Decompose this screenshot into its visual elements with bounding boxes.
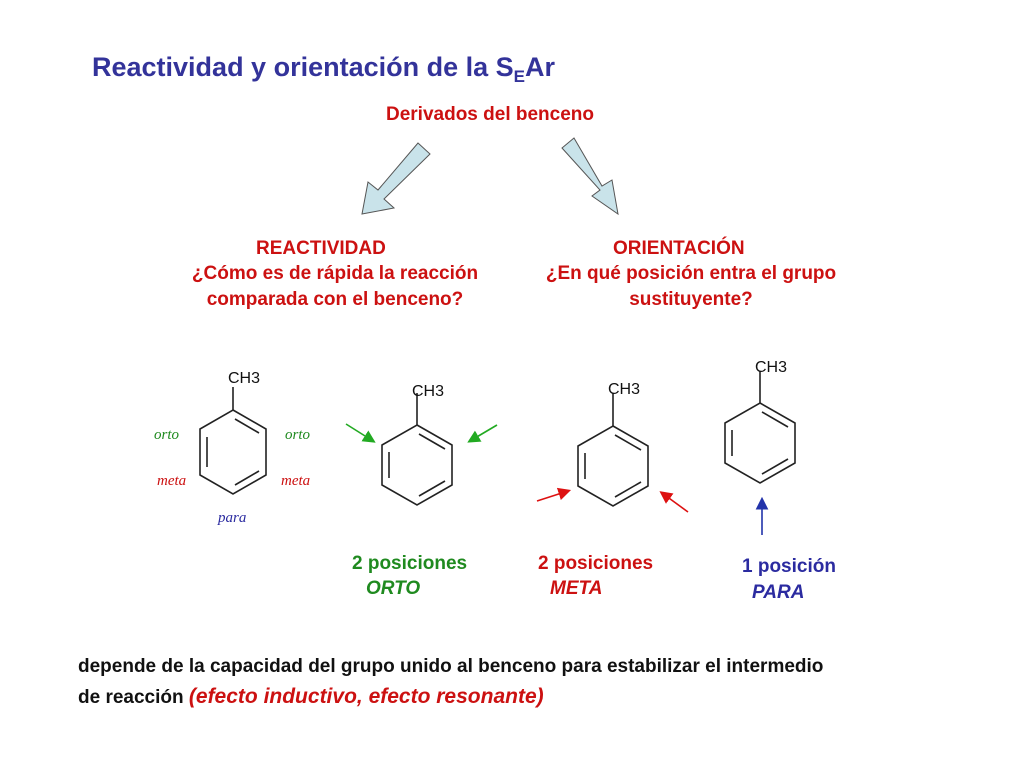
arrow-left-big <box>361 142 431 215</box>
reactividad-question: ¿Cómo es de rápida la reacción comparada… <box>160 261 510 313</box>
orto-count: 2 posiciones <box>352 553 468 574</box>
meta-count: 2 posiciones <box>538 553 654 574</box>
footer-line1: depende de la capacidad del grupo unido … <box>78 656 824 677</box>
toluene-meta <box>577 393 649 507</box>
ch3-label-4: CH3 <box>755 359 788 376</box>
reactividad-heading: REACTIVIDAD <box>256 238 386 259</box>
ch3-label-2: CH3 <box>412 383 445 400</box>
title-main: Reactividad y orientación de la S <box>92 52 514 82</box>
label-para: para <box>218 510 247 526</box>
ch3-label-3: CH3 <box>608 381 641 398</box>
footer-line2: de reacción <box>78 687 184 708</box>
orto-name: ORTO <box>366 578 421 599</box>
para-name: PARA <box>752 582 805 603</box>
reactividad-q2: comparada con el benceno? <box>206 289 464 310</box>
ch3-label-1: CH3 <box>228 370 261 387</box>
reactividad-q1: ¿Cómo es de rápida la reacción <box>191 263 479 284</box>
label-orto-right: orto <box>285 427 311 443</box>
arrow-orto-right <box>467 424 498 443</box>
title-subscript: E <box>513 67 525 86</box>
footer-text: depende de la capacidad del grupo unido … <box>78 652 823 713</box>
label-meta-right: meta <box>281 473 311 489</box>
arrow-meta-left <box>536 487 572 502</box>
footer-paren: (efecto inductivo, efecto resonante) <box>188 685 544 708</box>
orientacion-q2: sustituyente? <box>629 289 753 310</box>
page-title: Reactividad y orientación de la SEAr <box>92 52 555 87</box>
label-orto-left: orto <box>154 427 180 443</box>
arrow-right-big <box>561 137 619 216</box>
toluene-para <box>724 371 796 484</box>
label-meta-left: meta <box>157 473 187 489</box>
orientacion-heading: ORIENTACIÓN <box>613 238 745 259</box>
orientacion-q1: ¿En qué posición entra el grupo <box>545 263 837 284</box>
title-tail: Ar <box>524 52 555 82</box>
meta-name: META <box>550 578 603 599</box>
arrow-orto-left <box>345 423 376 443</box>
toluene-labeled <box>199 387 267 495</box>
arrow-meta-right <box>659 491 689 513</box>
header-derivados: Derivados del benceno <box>386 104 595 125</box>
toluene-orto <box>381 393 453 506</box>
orientacion-question: ¿En qué posición entra el grupo sustituy… <box>515 261 867 313</box>
para-count: 1 posición <box>742 556 836 577</box>
